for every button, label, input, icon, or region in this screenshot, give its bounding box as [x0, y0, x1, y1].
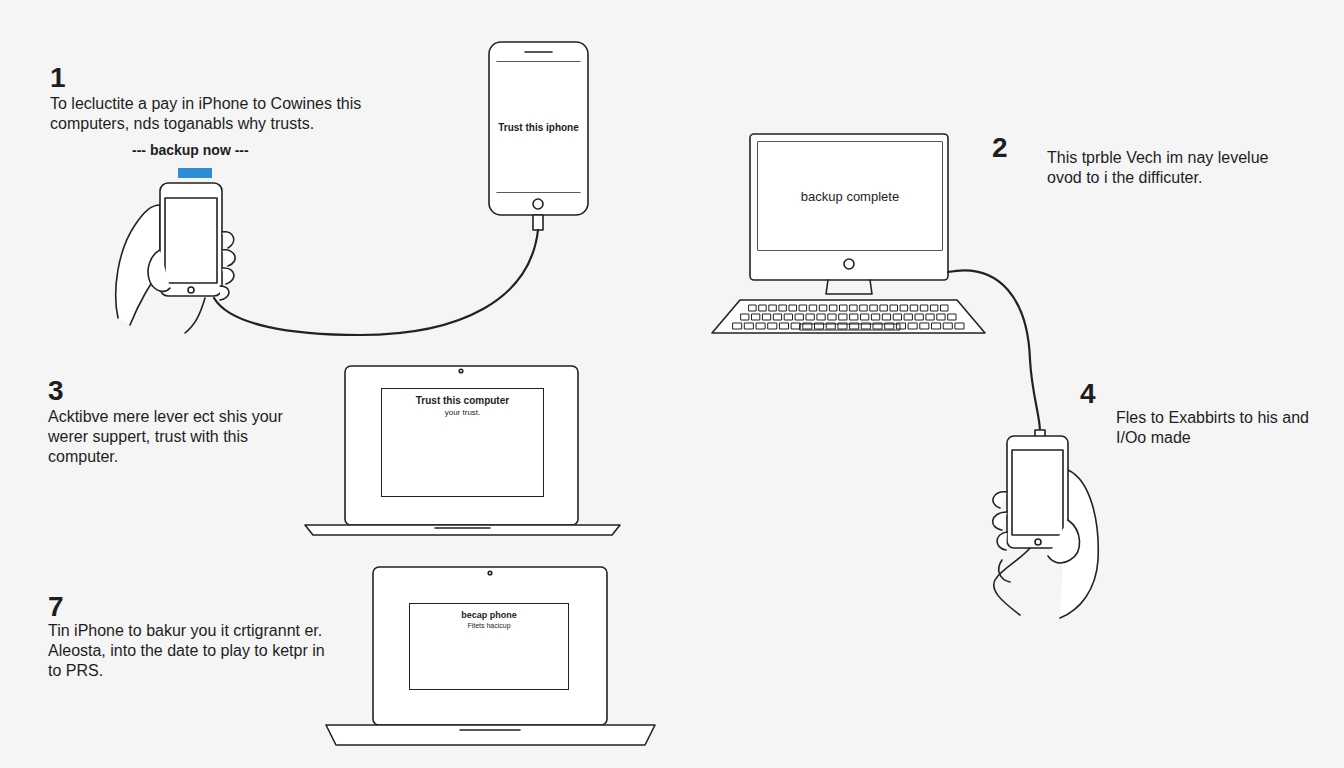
keyboard-key: [937, 314, 945, 320]
keyboard-key: [828, 314, 836, 320]
keyboard-key: [948, 314, 956, 320]
dialog-title: becap phone: [461, 610, 517, 620]
keyboard-key: [921, 305, 928, 311]
hand-phone: [993, 430, 1099, 618]
dialog-title: backup complete: [801, 189, 899, 204]
keyboard-key: [780, 323, 789, 329]
step-text: Tin iPhone to bakur you it crtigrannt er…: [48, 621, 338, 681]
keyboard-key: [926, 314, 934, 320]
keyboard-key: [890, 305, 897, 311]
keyboard-key: [860, 305, 867, 311]
keyboard-key: [733, 323, 742, 329]
keyboard-key: [894, 314, 902, 320]
keyboard-key: [909, 323, 918, 329]
step-text: Fles to Exabbirts to his and I/Oo made: [1116, 408, 1326, 448]
keyboard-key: [774, 314, 782, 320]
keyboard-key: [839, 314, 847, 320]
keyboard-key: [796, 314, 804, 320]
laptop: [326, 567, 655, 745]
keyboard-key: [861, 314, 869, 320]
keyboard-key: [779, 305, 786, 311]
keyboard-key: [840, 305, 847, 311]
callout-number: 1: [50, 60, 80, 95]
keyboard-key: [872, 314, 880, 320]
keyboard-key: [850, 314, 858, 320]
keyboard-key: [931, 305, 938, 311]
keyboard-key: [756, 323, 765, 329]
keyboard-key: [785, 314, 793, 320]
keyboard-key: [759, 305, 766, 311]
callout-number: 7: [48, 589, 78, 624]
keyboard-key: [905, 314, 913, 320]
keyboard-key: [800, 324, 900, 330]
callout-number: 2: [992, 130, 1022, 165]
keyboard-key: [763, 314, 771, 320]
phone-screen: Trust this iphone: [493, 62, 584, 192]
laptop: [305, 366, 620, 535]
step-caption: --- backup now ---: [132, 142, 282, 160]
dialog-box: becap phoneFitets hacicup: [409, 603, 569, 690]
monitor-screen: backup complete: [758, 142, 942, 250]
keyboard-key: [769, 305, 776, 311]
keyboard-key: [806, 314, 814, 320]
keyboard-key: [915, 314, 923, 320]
dialog-subtitle: your trust.: [445, 408, 481, 417]
dialog-subtitle: Fitets hacicup: [467, 622, 510, 629]
step-text: Acktibve mere lever ect shis your werer …: [48, 407, 318, 467]
callout-number: 4: [1080, 376, 1110, 411]
keyboard-key: [810, 305, 817, 311]
usb-cable: [214, 230, 538, 335]
step-text: This tprble Vech im nay levelue ovod to …: [1047, 148, 1307, 188]
keyboard-key: [955, 323, 964, 329]
tall-phone: [489, 42, 588, 230]
keyboard-key: [752, 314, 760, 320]
keyboard-key: [749, 305, 756, 311]
dialog-box: Trust this computer your trust.: [381, 388, 544, 497]
keyboard-key: [789, 305, 796, 311]
dialog-title: Trust this computer: [416, 395, 509, 406]
usb-cable: [185, 298, 205, 333]
keyboard-key: [800, 305, 807, 311]
keyboard-key: [768, 323, 777, 329]
usb-cable: [948, 270, 1040, 432]
keyboard-key: [880, 305, 887, 311]
desktop-monitor: [712, 134, 1040, 432]
keyboard-key: [941, 305, 948, 311]
keyboard-key: [883, 314, 891, 320]
keyboard-key: [944, 323, 953, 329]
keyboard-key: [870, 305, 877, 311]
hand-phone: [116, 168, 235, 325]
keyboard-key: [911, 305, 918, 311]
keyboard-key: [820, 305, 827, 311]
keyboard-key: [817, 314, 825, 320]
keyboard-key: [901, 305, 908, 311]
keyboard-key: [745, 323, 754, 329]
keyboard-key: [932, 323, 941, 329]
callout-number: 3: [48, 373, 78, 408]
step-text: To lecluctite a pay in iPhone to Cowines…: [50, 94, 410, 134]
keyboard-key: [850, 305, 857, 311]
dialog-title: Trust this iphone: [498, 122, 579, 133]
keyboard-key: [920, 323, 929, 329]
keyboard-key: [830, 305, 837, 311]
keyboard-key: [741, 314, 749, 320]
keyboard-key: [792, 323, 801, 329]
